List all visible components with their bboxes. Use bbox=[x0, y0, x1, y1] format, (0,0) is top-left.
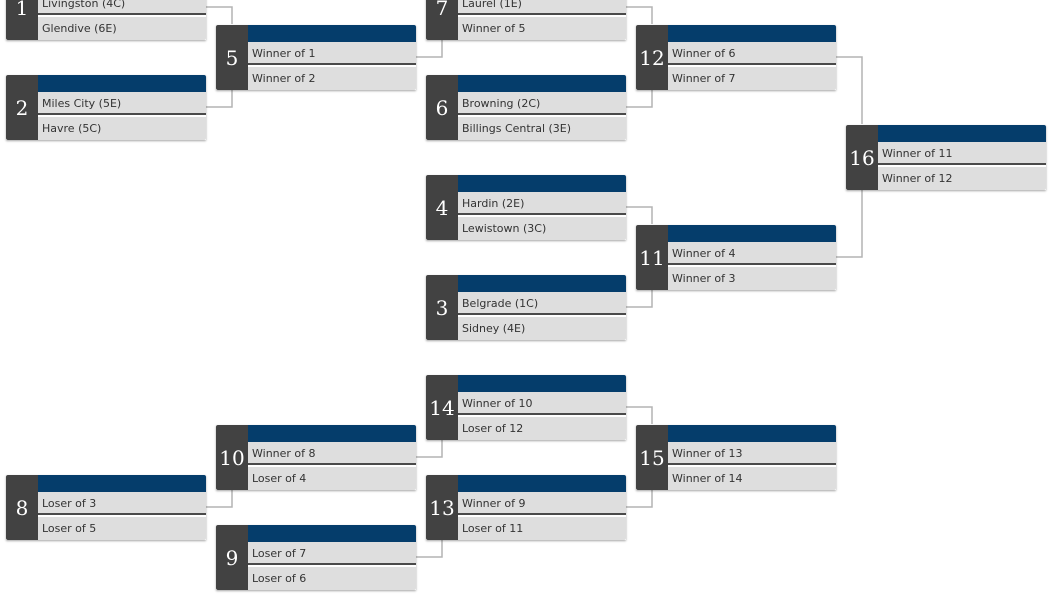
game-4: 4 Hardin (2E) Lewistown (3C) bbox=[426, 175, 626, 240]
team-slot[interactable]: Loser of 6 bbox=[248, 567, 416, 590]
game-header bbox=[668, 425, 836, 442]
connector-g13-to-g15 bbox=[626, 490, 653, 508]
game-number: 4 bbox=[426, 175, 458, 240]
game-number: 5 bbox=[216, 25, 248, 90]
connector-g11-to-g16 bbox=[836, 190, 863, 258]
game-6: 6 Browning (2C) Billings Central (3E) bbox=[426, 75, 626, 140]
team-slot[interactable]: Loser of 3 bbox=[38, 492, 206, 515]
team-slot[interactable]: Winner of 14 bbox=[668, 467, 836, 490]
game-number: 10 bbox=[216, 425, 248, 490]
team-slot[interactable]: Loser of 5 bbox=[38, 517, 206, 540]
team-slot[interactable]: Loser of 12 bbox=[458, 417, 626, 440]
game-header bbox=[458, 75, 626, 92]
team-slot[interactable]: Loser of 7 bbox=[248, 542, 416, 565]
connector-g12-to-g16 bbox=[836, 56, 863, 124]
connector-g4-to-g11 bbox=[626, 206, 653, 224]
team-slot[interactable]: Miles City (5E) bbox=[38, 92, 206, 115]
game-header bbox=[458, 375, 626, 392]
team-slot[interactable]: Winner of 4 bbox=[668, 242, 836, 265]
game-header bbox=[38, 475, 206, 492]
team-slot[interactable]: Loser of 11 bbox=[458, 517, 626, 540]
connector-g3-to-g11 bbox=[626, 290, 653, 308]
team-slot[interactable]: Winner of 6 bbox=[668, 42, 836, 65]
team-slot[interactable]: Winner of 9 bbox=[458, 492, 626, 515]
team-slot[interactable]: Winner of 11 bbox=[878, 142, 1046, 165]
game-12: 12 Winner of 6 Winner of 7 bbox=[636, 25, 836, 90]
game-header bbox=[38, 75, 206, 92]
team-slot[interactable]: Browning (2C) bbox=[458, 92, 626, 115]
team-slot[interactable]: Winner of 1 bbox=[248, 42, 416, 65]
game-2: 2 Miles City (5E) Havre (5C) bbox=[6, 75, 206, 140]
team-slot[interactable]: Havre (5C) bbox=[38, 117, 206, 140]
game-number: 7 bbox=[426, 0, 458, 40]
team-slot[interactable]: Winner of 5 bbox=[458, 17, 626, 40]
connector-g1-to-g5 bbox=[206, 6, 233, 24]
connector-g10-to-g14 bbox=[416, 440, 443, 458]
team-slot[interactable]: Winner of 13 bbox=[668, 442, 836, 465]
team-slot[interactable]: Livingston (4C) bbox=[38, 0, 206, 15]
team-slot[interactable]: Winner of 10 bbox=[458, 392, 626, 415]
team-slot[interactable]: Winner of 8 bbox=[248, 442, 416, 465]
connector-g9-to-g13 bbox=[416, 540, 443, 558]
game-14: 14 Winner of 10 Loser of 12 bbox=[426, 375, 626, 440]
game-header bbox=[458, 175, 626, 192]
game-header bbox=[248, 525, 416, 542]
game-7: 7 Laurel (1E) Winner of 5 bbox=[426, 0, 626, 40]
game-number: 8 bbox=[6, 475, 38, 540]
game-9: 9 Loser of 7 Loser of 6 bbox=[216, 525, 416, 590]
connector-g5-to-g7 bbox=[416, 40, 443, 58]
team-slot[interactable]: Winner of 2 bbox=[248, 67, 416, 90]
game-1: 1 Livingston (4C) Glendive (6E) bbox=[6, 0, 206, 40]
game-header bbox=[248, 25, 416, 42]
game-5: 5 Winner of 1 Winner of 2 bbox=[216, 25, 416, 90]
connector-g8-to-g10 bbox=[206, 490, 233, 508]
team-slot[interactable]: Belgrade (1C) bbox=[458, 292, 626, 315]
game-number: 15 bbox=[636, 425, 668, 490]
team-slot[interactable]: Lewistown (3C) bbox=[458, 217, 626, 240]
team-slot[interactable]: Winner of 12 bbox=[878, 167, 1046, 190]
team-slot[interactable]: Winner of 3 bbox=[668, 267, 836, 290]
game-number: 11 bbox=[636, 225, 668, 290]
connector-g2-to-g5 bbox=[206, 90, 233, 108]
game-header bbox=[458, 275, 626, 292]
team-slot[interactable]: Sidney (4E) bbox=[458, 317, 626, 340]
team-slot[interactable]: Loser of 4 bbox=[248, 467, 416, 490]
game-16: 16 Winner of 11 Winner of 12 bbox=[846, 125, 1046, 190]
game-header bbox=[248, 425, 416, 442]
game-number: 1 bbox=[6, 0, 38, 40]
game-number: 6 bbox=[426, 75, 458, 140]
connector-g14-to-g15 bbox=[626, 406, 653, 424]
team-slot[interactable]: Winner of 7 bbox=[668, 67, 836, 90]
game-header bbox=[668, 25, 836, 42]
game-header bbox=[668, 225, 836, 242]
game-header bbox=[878, 125, 1046, 142]
team-slot[interactable]: Laurel (1E) bbox=[458, 0, 626, 15]
game-header bbox=[458, 475, 626, 492]
game-number: 9 bbox=[216, 525, 248, 590]
game-number: 14 bbox=[426, 375, 458, 440]
game-number: 12 bbox=[636, 25, 668, 90]
team-slot[interactable]: Glendive (6E) bbox=[38, 17, 206, 40]
game-number: 13 bbox=[426, 475, 458, 540]
team-slot[interactable]: Hardin (2E) bbox=[458, 192, 626, 215]
game-10: 10 Winner of 8 Loser of 4 bbox=[216, 425, 416, 490]
game-13: 13 Winner of 9 Loser of 11 bbox=[426, 475, 626, 540]
connector-g7-to-g12 bbox=[626, 6, 653, 24]
game-15: 15 Winner of 13 Winner of 14 bbox=[636, 425, 836, 490]
game-3: 3 Belgrade (1C) Sidney (4E) bbox=[426, 275, 626, 340]
game-11: 11 Winner of 4 Winner of 3 bbox=[636, 225, 836, 290]
game-number: 3 bbox=[426, 275, 458, 340]
game-number: 16 bbox=[846, 125, 878, 190]
connector-g6-to-g12 bbox=[626, 90, 653, 108]
game-8: 8 Loser of 3 Loser of 5 bbox=[6, 475, 206, 540]
game-number: 2 bbox=[6, 75, 38, 140]
team-slot[interactable]: Billings Central (3E) bbox=[458, 117, 626, 140]
